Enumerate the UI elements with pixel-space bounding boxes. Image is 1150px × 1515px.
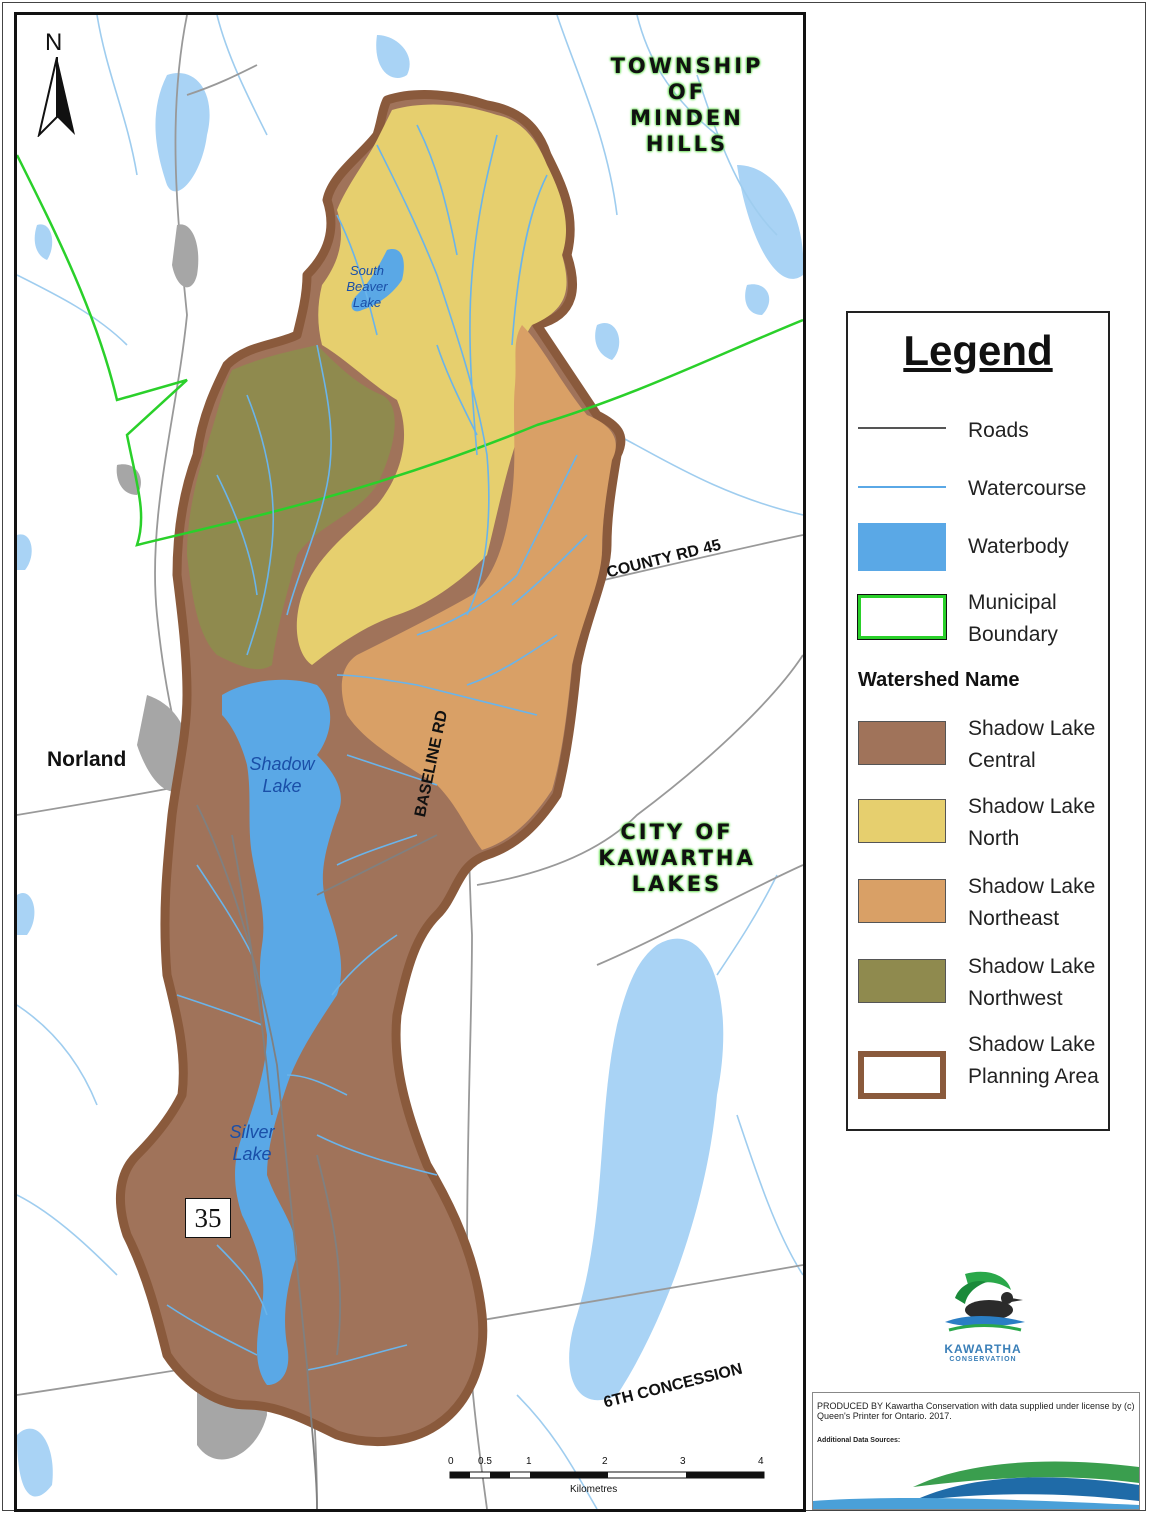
lake-line: Lake (232, 1144, 272, 1164)
road-line-icon (858, 427, 946, 429)
legend: Legend Roads Watercourse Waterbody Munic… (846, 311, 1110, 1131)
legend-item-watercourse: Watercourse (858, 473, 1108, 505)
credits-box: PRODUCED BY Kawartha Conservation with d… (812, 1392, 1140, 1510)
shadow-lake-waterbody (222, 679, 342, 1385)
legend-item-northwest: Shadow Lake Northwest (858, 955, 1108, 1023)
label-city-kawartha-lakes: CITY OF KAWARTHA LAKES (577, 819, 777, 897)
scale-tick-label: 0.5 (478, 1456, 492, 1467)
legend-label: Waterbody (968, 535, 1069, 558)
legend-item-northeast: Shadow Lake Northeast (858, 875, 1108, 943)
scale-tick-label: 3 (680, 1456, 686, 1467)
loon-logo-icon (945, 1271, 1025, 1332)
legend-label: Shadow Lake Planning Area (968, 1033, 1099, 1088)
map-canvas (17, 15, 803, 1509)
label-township-minden-hills: TOWNSHIP OF MINDEN HILLS (587, 53, 787, 157)
waterbody-swatch-icon (858, 523, 946, 571)
region-line: KAWARTHA (598, 846, 756, 870)
label-shadow-lake: Shadow Lake (237, 753, 327, 797)
kawartha-conservation-logo: KAWARTHA CONSERVATION (925, 1268, 1041, 1368)
north-arrow: N (37, 29, 77, 139)
north-arrow-icon (37, 57, 75, 137)
south-beaver-lake-waterbody (351, 249, 404, 312)
label-south-beaver-lake: South Beaver Lake (337, 263, 397, 311)
scale-tick-label: 2 (602, 1456, 608, 1467)
municipal-boundary (17, 154, 803, 547)
legend-subheading: Watershed Name (858, 669, 1020, 691)
legend-label: Shadow Lake Central (968, 717, 1096, 772)
lake-line: Lake (352, 295, 382, 310)
northeast-swatch-icon (858, 879, 946, 923)
north-letter: N (45, 29, 63, 56)
scale-tick-label: 4 (758, 1456, 764, 1467)
legend-item-north: Shadow Lake North (858, 795, 1108, 863)
wave-graphic-icon (813, 1461, 1139, 1509)
watershed-northeast (341, 325, 616, 850)
credits-subtext: Additional Data Sources: (817, 1437, 901, 1444)
logo-text-line2: CONSERVATION (949, 1356, 1017, 1363)
region-line: LAKES (631, 872, 723, 896)
legend-item-municipal-boundary: Municipal Boundary (857, 591, 1108, 659)
municipal-boundary-swatch-icon (857, 594, 947, 640)
northwest-swatch-icon (858, 959, 946, 1003)
lake-line: Silver (229, 1122, 275, 1142)
region-line: CITY OF (620, 820, 734, 844)
region-line: MINDEN (630, 106, 744, 130)
north-swatch-icon (858, 799, 946, 843)
watershed-roads (196, 804, 438, 1509)
scale-unit-label: Kilometres (570, 1484, 618, 1495)
legend-label: Shadow Lake North (968, 795, 1096, 850)
region-line: HILLS (645, 132, 729, 156)
scale-bar-graphic (449, 1471, 765, 1479)
legend-item-planning-area: Shadow Lake Planning Area (858, 1033, 1108, 1129)
map-panel[interactable]: N TOWNSHIP OF MINDEN HILLS CITY OF KAWAR… (14, 12, 806, 1512)
central-swatch-icon (858, 721, 946, 765)
legend-label: Roads (968, 419, 1029, 442)
label-silver-lake: Silver Lake (217, 1121, 287, 1165)
watershed-north (296, 104, 567, 666)
lake-line: Beaver (346, 279, 388, 294)
legend-item-waterbody: Waterbody (858, 523, 1108, 571)
lake-line: Lake (262, 776, 302, 796)
highway-35-shield: 35 (185, 1198, 231, 1238)
region-line: OF (667, 80, 707, 104)
logo-text-line1: KAWARTHA (944, 1342, 1022, 1356)
scale-bar: 0 0.5 1 2 3 4 Kilometres (440, 1456, 780, 1500)
scale-tick-label: 0 (448, 1456, 454, 1467)
region-line: TOWNSHIP (610, 54, 764, 78)
watercourses (166, 124, 588, 1371)
background-lakes (17, 35, 803, 1497)
lake-line: Shadow (249, 754, 315, 774)
scale-tick-label: 1 (526, 1456, 532, 1467)
legend-label: Municipal Boundary (968, 591, 1058, 646)
planning-area-swatch-icon (858, 1051, 946, 1099)
credits-text: PRODUCED BY Kawartha Conservation with d… (817, 1401, 1135, 1421)
legend-item-central: Shadow Lake Central (858, 717, 1108, 785)
lake-line: South (350, 263, 384, 278)
legend-title: Legend (903, 327, 1053, 374)
watercourse-line-icon (858, 486, 946, 488)
legend-label: Watercourse (968, 477, 1087, 500)
legend-label: Shadow Lake Northwest (968, 955, 1096, 1010)
legend-label: Shadow Lake Northeast (968, 875, 1096, 930)
label-norland: Norland (47, 748, 127, 771)
legend-item-roads: Roads (858, 415, 1108, 447)
